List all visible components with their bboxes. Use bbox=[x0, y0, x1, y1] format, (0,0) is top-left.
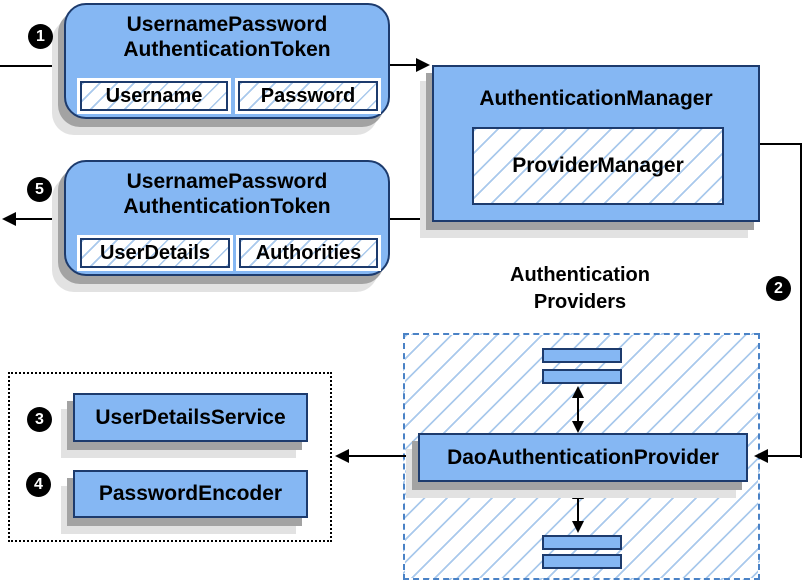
token-to-manager-line bbox=[386, 64, 418, 66]
result-outgoing-line bbox=[14, 218, 66, 220]
manager-to-provider-line-top bbox=[758, 143, 802, 145]
authentication-manager-node: AuthenticationManager ProviderManager bbox=[432, 65, 760, 222]
token-result-title: UsernamePassword AuthenticationToken bbox=[66, 162, 388, 219]
step-1-badge: 1 bbox=[28, 24, 53, 49]
provider-to-collaborators-line bbox=[348, 455, 410, 457]
stack-top-link-down-arrowhead-icon bbox=[572, 421, 584, 433]
password-encoder-node: PasswordEncoder bbox=[73, 470, 308, 518]
authentication-providers-heading-line2: Providers bbox=[533, 291, 627, 313]
stack-bottom-link-up-arrowhead-icon bbox=[572, 487, 584, 499]
username-password-token-request-node: UsernamePassword AuthenticationToken Use… bbox=[64, 3, 390, 119]
provider-stack-bar bbox=[542, 554, 622, 569]
token-request-title-line1: UsernamePassword bbox=[126, 13, 328, 36]
manager-to-result-line bbox=[388, 218, 434, 220]
dao-authentication-provider-node: DaoAuthenticationProvider bbox=[418, 433, 748, 482]
password-field-node: Password bbox=[238, 81, 378, 111]
step-3-badge: 3 bbox=[27, 407, 52, 432]
stack-top-link-up-arrowhead-icon bbox=[572, 386, 584, 398]
authorities-field-node: Authorities bbox=[239, 238, 378, 268]
manager-to-provider-line-vertical bbox=[800, 143, 802, 458]
token-request-title: UsernamePassword AuthenticationToken bbox=[66, 5, 388, 62]
stack-bottom-link-down-arrowhead-icon bbox=[572, 521, 584, 533]
provider-stack-bar bbox=[542, 369, 622, 384]
username-password-token-result-node: UsernamePassword AuthenticationToken Use… bbox=[64, 160, 390, 276]
authentication-providers-heading-line1: Authentication bbox=[510, 264, 650, 286]
result-outgoing-arrowhead-icon bbox=[2, 212, 16, 226]
token-result-title-line2: AuthenticationToken bbox=[123, 195, 331, 218]
authentication-manager-title: AuthenticationManager bbox=[479, 87, 713, 110]
token-to-manager-arrowhead-icon bbox=[416, 58, 430, 72]
manager-to-provider-line-bottom bbox=[768, 455, 802, 457]
manager-to-provider-arrowhead-icon bbox=[754, 449, 768, 463]
provider-manager-node: ProviderManager bbox=[472, 127, 724, 205]
token-result-title-line1: UsernamePassword bbox=[126, 170, 328, 193]
incoming-request-line bbox=[0, 65, 66, 67]
user-details-service-node: UserDetailsService bbox=[73, 393, 308, 442]
step-4-badge: 4 bbox=[26, 472, 51, 497]
username-field-node: Username bbox=[80, 81, 228, 111]
provider-stack-bar bbox=[542, 535, 622, 550]
userdetails-field-node: UserDetails bbox=[80, 238, 230, 268]
step-5-badge: 5 bbox=[27, 177, 52, 202]
authentication-providers-heading: Authentication Providers bbox=[455, 262, 705, 316]
stack-top-link-line bbox=[577, 396, 579, 424]
stack-bottom-link-line bbox=[577, 497, 579, 524]
token-request-title-line2: AuthenticationToken bbox=[123, 38, 331, 61]
provider-to-collaborators-arrowhead-icon bbox=[335, 449, 349, 463]
step-2-badge: 2 bbox=[766, 276, 791, 301]
provider-stack-bar bbox=[542, 348, 622, 363]
